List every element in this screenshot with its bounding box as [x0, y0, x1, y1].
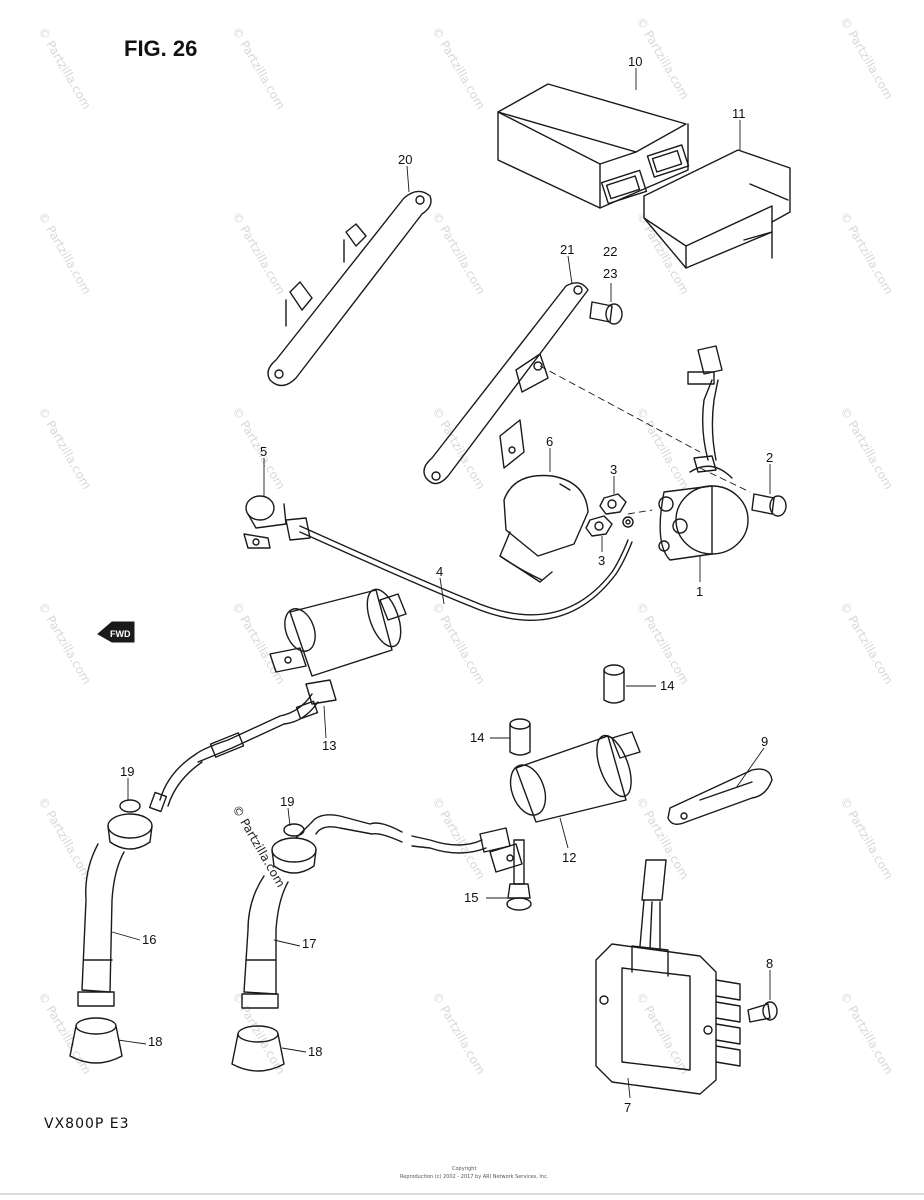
part-19-cap-left — [107, 799, 153, 850]
watermark: © Partzilla.com — [633, 795, 691, 882]
callout-23: 23 — [603, 266, 617, 281]
part-2-bolt — [751, 493, 787, 517]
watermark: © Partzilla.com — [837, 990, 895, 1077]
watermark: © Partzilla.com — [35, 25, 93, 112]
watermark: © Partzilla.com — [837, 15, 895, 102]
watermark: © Partzilla.com — [229, 210, 287, 297]
watermark: © Partzilla.com — [837, 795, 895, 882]
part-6-boot — [499, 474, 589, 583]
part-11-cover — [643, 149, 791, 269]
watermark: © Partzilla.com — [633, 990, 691, 1077]
svg-text:FWD: FWD — [110, 629, 131, 639]
watermark: © Partzilla.com — [35, 210, 93, 297]
callout-17: 17 — [302, 936, 316, 951]
watermark: © Partzilla.com — [633, 405, 691, 492]
part-21-bracket — [423, 282, 589, 485]
assembly-line — [699, 467, 751, 493]
callout-13: 13 — [322, 738, 336, 753]
part-18-cover-left — [69, 1017, 123, 1064]
leader-lines — [111, 68, 771, 1099]
part-8-screw — [747, 1001, 778, 1023]
part-20-bracket — [267, 190, 432, 387]
callout-7: 7 — [624, 1100, 631, 1115]
part-22-23-bolt — [589, 301, 623, 325]
watermark: © Partzilla.com — [429, 795, 487, 882]
part-14-spacer-mid — [509, 718, 531, 756]
part-19-cap-right — [271, 823, 317, 874]
callout-14-right: 14 — [660, 678, 674, 693]
fwd-arrow-icon: FWD — [97, 621, 135, 643]
callout-3-top: 3 — [610, 462, 617, 477]
part-12-ignition-coil — [479, 731, 641, 873]
part-13-ignition-coil — [269, 588, 407, 705]
callout-10: 10 — [628, 54, 642, 69]
watermark: © Partzilla.com — [633, 600, 691, 687]
figure-title: FIG. 26 — [124, 36, 197, 61]
part-10-control-unit — [497, 83, 690, 209]
callout-1: 1 — [696, 584, 703, 599]
part-17-plug-cap — [241, 875, 289, 1009]
part-14-spacer-top — [603, 664, 625, 704]
callout-21: 21 — [560, 242, 574, 257]
assembly-line — [539, 365, 701, 453]
callout-5: 5 — [260, 444, 267, 459]
part-9-strap — [667, 768, 773, 825]
callout-4: 4 — [436, 564, 443, 579]
part-7-regulator — [595, 859, 741, 1095]
model-code: VX800P E3 — [44, 1116, 130, 1132]
copyright-text: Reproduction (c) 2002 - 2017 by ARI Netw… — [400, 1174, 549, 1180]
callout-9: 9 — [761, 734, 768, 749]
watermark: © Partzilla.com — [429, 600, 487, 687]
watermark: © Partzilla.com — [837, 405, 895, 492]
part-3-nut — [585, 493, 634, 537]
watermark: © Partzilla.com — [837, 210, 895, 297]
copyright-heading: Copyright — [452, 1166, 476, 1172]
callout-15: 15 — [464, 890, 478, 905]
callout-20: 20 — [398, 152, 412, 167]
watermark: © Partzilla.com — [633, 210, 691, 297]
watermark: © Partzilla.com — [229, 600, 287, 687]
part-18-cover-right — [231, 1025, 285, 1072]
callout-19-left: 19 — [120, 764, 134, 779]
watermark-dark: © Partzilla.com — [229, 803, 287, 890]
callout-6: 6 — [546, 434, 553, 449]
part-1-starter-relay — [658, 345, 749, 561]
callout-18-right: 18 — [308, 1044, 322, 1059]
assembly-line — [627, 509, 653, 515]
callout-8: 8 — [766, 956, 773, 971]
part-15-screw — [506, 839, 532, 911]
callout-19-right: 19 — [280, 794, 294, 809]
watermark: © Partzilla.com — [229, 405, 287, 492]
watermark: © Partzilla.com — [229, 25, 287, 112]
callout-14-left: 14 — [470, 730, 484, 745]
part-4-lead-wire — [285, 517, 633, 621]
watermark: © Partzilla.com — [35, 600, 93, 687]
watermark: © Partzilla.com — [35, 405, 93, 492]
callout-18-left: 18 — [148, 1034, 162, 1049]
watermark: © Partzilla.com — [35, 795, 93, 882]
callouts: 10 11 20 21 22 23 2 3 6 5 3 1 4 14 13 14… — [120, 54, 773, 1115]
callout-22: 22 — [603, 244, 617, 259]
callout-11: 11 — [732, 106, 746, 121]
watermark: © Partzilla.com — [429, 210, 487, 297]
watermark-layer: © Partzilla.com © Partzilla.com © Partzi… — [35, 15, 895, 1077]
watermark: © Partzilla.com — [837, 600, 895, 687]
part-16-plug-cap — [77, 843, 125, 1007]
part-5-terminal — [243, 495, 287, 549]
callout-3-bottom: 3 — [598, 553, 605, 568]
lead-13 — [148, 693, 319, 813]
watermark: © Partzilla.com — [429, 25, 487, 112]
callout-2: 2 — [766, 450, 773, 465]
callout-16: 16 — [142, 932, 156, 947]
watermark: © Partzilla.com — [429, 990, 487, 1077]
callout-12: 12 — [562, 850, 576, 865]
